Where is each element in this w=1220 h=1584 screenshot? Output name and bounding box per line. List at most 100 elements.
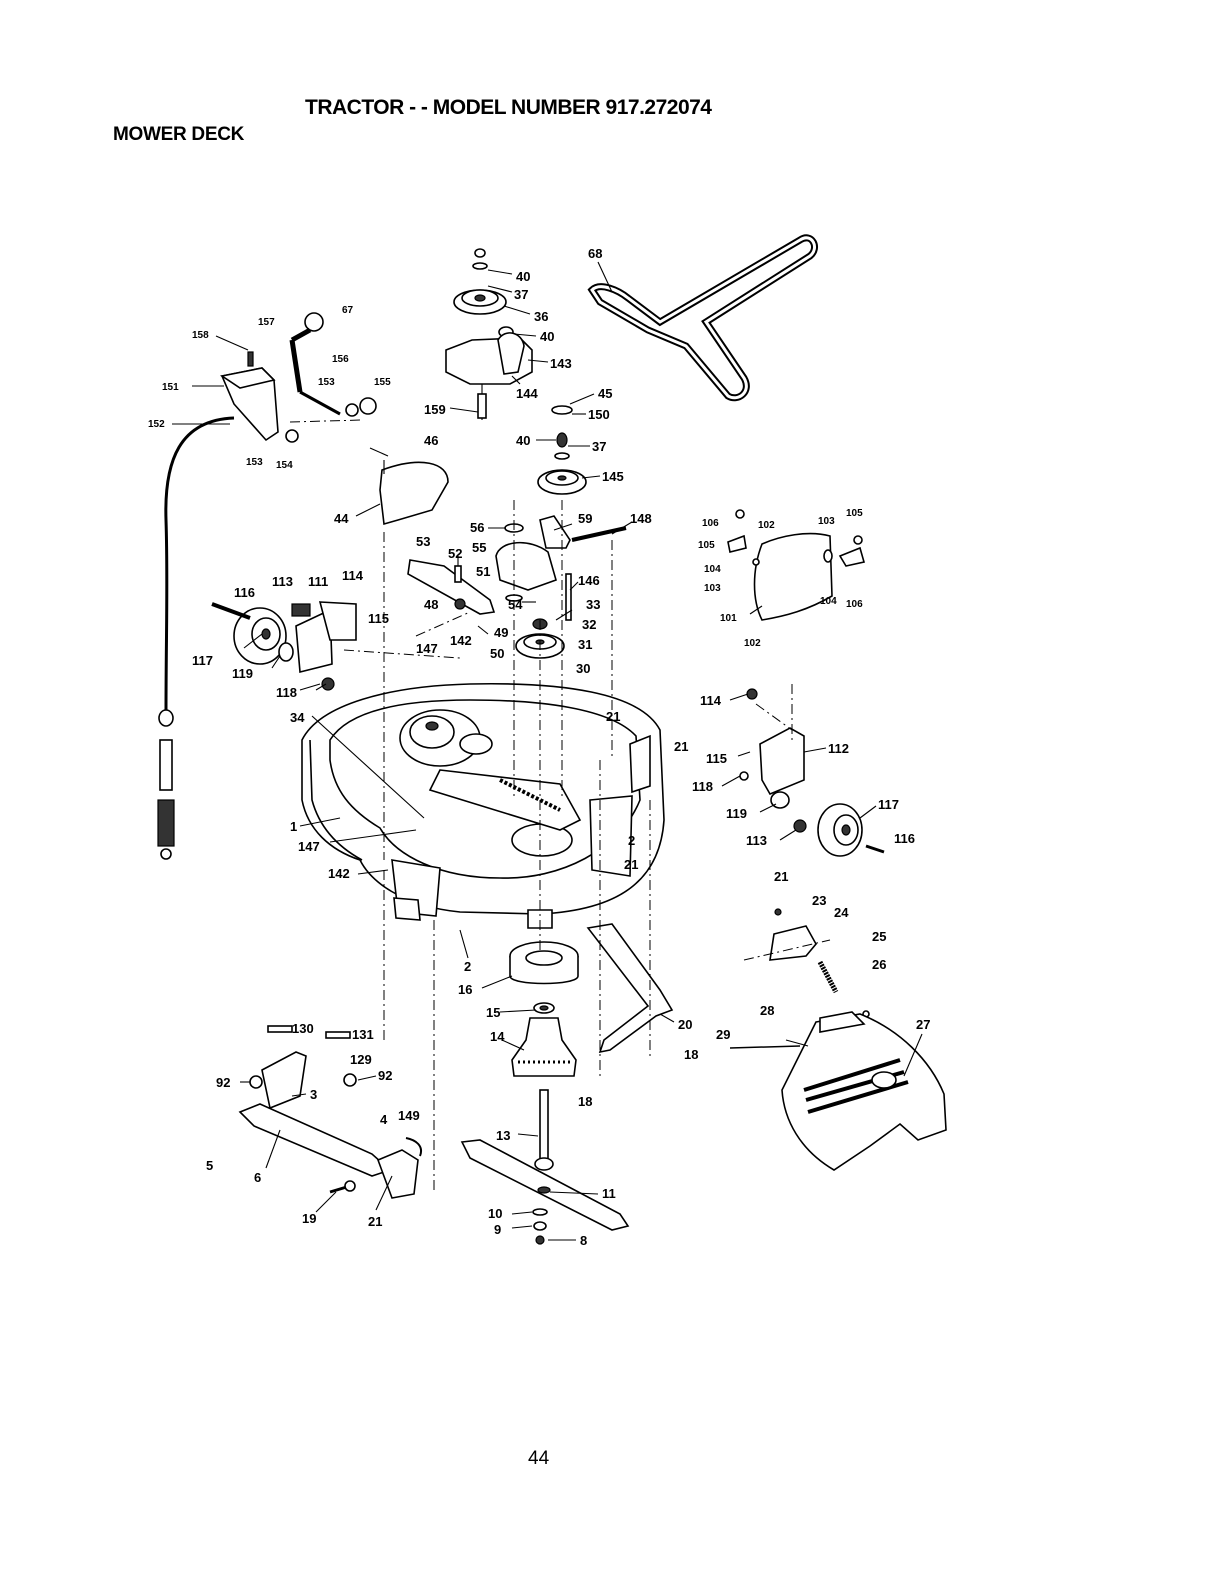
callout: 19	[302, 1211, 316, 1226]
mower-blade	[460, 1139, 630, 1245]
callout: 16	[458, 982, 472, 997]
callout: 36	[534, 309, 548, 324]
callout: 18	[684, 1047, 698, 1062]
callout: 106	[846, 599, 863, 610]
gauge-wheel-right	[739, 688, 885, 857]
callout: 101	[720, 613, 737, 624]
callout: 155	[374, 377, 391, 388]
callout: 118	[276, 685, 297, 700]
callout: 46	[424, 433, 438, 448]
callout: 103	[818, 516, 835, 527]
callout: 59	[578, 511, 592, 526]
hanger-link-assembly	[238, 1025, 422, 1199]
callout: 20	[678, 1017, 692, 1032]
callout: 26	[872, 957, 886, 972]
callout: 30	[576, 661, 590, 676]
callout: 158	[192, 330, 209, 341]
callout: 25	[872, 929, 886, 944]
callout: 2	[464, 959, 471, 974]
mower-deck-housing	[301, 682, 665, 929]
callout: 147	[298, 839, 320, 854]
callout: 113	[746, 833, 767, 848]
callout: 40	[516, 433, 530, 448]
callout: 153	[318, 377, 335, 388]
callout: 105	[698, 540, 715, 551]
callout: 56	[470, 520, 484, 535]
callout: 49	[494, 625, 508, 640]
callout: 143	[550, 356, 572, 371]
callout: 119	[232, 666, 253, 681]
callout: 159	[424, 402, 446, 417]
pulley-stack-right	[537, 405, 587, 495]
callout: 142	[450, 633, 472, 648]
callout: 27	[916, 1017, 930, 1032]
callout: 92	[378, 1068, 392, 1083]
drive-belt	[587, 234, 818, 402]
callout: 34	[290, 710, 305, 725]
callout: 116	[234, 585, 255, 600]
callout: 21	[368, 1214, 382, 1229]
callout: 48	[424, 597, 438, 612]
callout: 115	[368, 611, 389, 626]
callout: 152	[148, 419, 165, 430]
callout: 50	[490, 646, 504, 661]
discharge-chute	[729, 1011, 947, 1171]
callout: 15	[486, 1005, 500, 1020]
callout: 144	[516, 386, 538, 401]
page-number: 44	[528, 1448, 550, 1469]
callout: 31	[578, 637, 592, 652]
callout: 147	[416, 641, 438, 656]
callout: 146	[578, 573, 600, 588]
mulch-cover	[727, 509, 866, 621]
callout: 29	[716, 1027, 730, 1042]
callout: 149	[398, 1108, 420, 1123]
callout: 11	[602, 1186, 616, 1201]
callout: 119	[726, 806, 747, 821]
callout: 24	[834, 905, 849, 920]
callout: 40	[540, 329, 554, 344]
callout: 105	[846, 508, 863, 519]
callout: 2	[628, 833, 635, 848]
spindle-assembly	[509, 941, 579, 1171]
callout: 104	[820, 596, 837, 607]
callout: 117	[878, 797, 899, 812]
belt-guard	[379, 460, 449, 526]
callout: 18	[578, 1094, 592, 1109]
callout: 40	[516, 269, 530, 284]
callout: 21	[624, 857, 638, 872]
callout: 5	[206, 1158, 213, 1173]
section-title: MOWER DECK	[113, 124, 245, 145]
callout: 142	[328, 866, 350, 881]
callout: 67	[342, 305, 354, 316]
callout: 115	[706, 751, 727, 766]
callout: 102	[744, 638, 761, 649]
callout: 21	[774, 869, 788, 884]
callout: 117	[192, 653, 213, 668]
callout: 157	[258, 317, 275, 328]
callout: 8	[580, 1233, 587, 1248]
control-cable	[157, 416, 235, 860]
callout: 4	[380, 1112, 388, 1127]
callout: 55	[472, 540, 486, 555]
callout: 114	[700, 693, 722, 708]
idler-bracket	[445, 332, 533, 420]
callout: 54	[508, 597, 523, 612]
callout: 153	[246, 457, 263, 468]
deck-baffle	[586, 923, 674, 1054]
callout: 118	[692, 779, 713, 794]
callout-labels: 40 37 36 40 143 144 159 45 150 40 37 145…	[148, 246, 930, 1248]
callout: 148	[630, 511, 652, 526]
callout: 129	[350, 1052, 372, 1067]
callout: 103	[704, 583, 721, 594]
assembly-center-lines	[289, 419, 831, 1194]
callout: 104	[704, 564, 721, 575]
callout: 114	[342, 568, 364, 583]
callout: 130	[292, 1021, 314, 1036]
callout: 116	[894, 831, 915, 846]
idler-arm	[407, 556, 523, 615]
callout: 37	[592, 439, 606, 454]
callout: 106	[702, 518, 719, 529]
callout: 68	[588, 246, 602, 261]
callout: 6	[254, 1170, 261, 1185]
